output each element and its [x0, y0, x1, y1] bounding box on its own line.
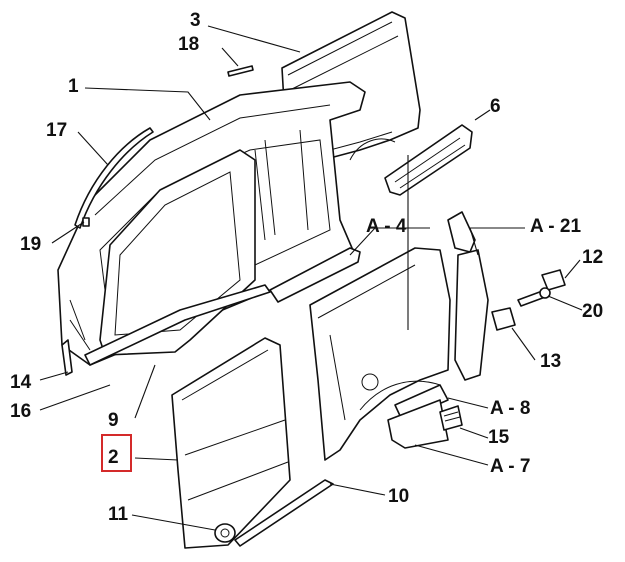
label-12[interactable]: 12	[582, 247, 603, 268]
label-14[interactable]: 14	[10, 372, 32, 393]
part-12-clip[interactable]	[541, 269, 566, 291]
label-3[interactable]: 3	[190, 10, 201, 31]
part-18-trim-strip[interactable]	[227, 65, 254, 77]
part-14-bracket[interactable]	[61, 339, 73, 376]
label-2[interactable]: 2	[108, 447, 119, 468]
label-11[interactable]: 11	[108, 504, 129, 525]
label-13[interactable]: 13	[540, 351, 561, 372]
part-16-front-sill[interactable]	[84, 284, 271, 366]
label-6[interactable]: 6	[490, 96, 501, 117]
part-2-sliding-door[interactable]	[171, 337, 291, 549]
highlight-box	[101, 434, 132, 472]
label-17[interactable]: 17	[46, 120, 67, 141]
part-15-grille[interactable]	[439, 405, 463, 431]
part-10-door-moulding[interactable]	[234, 479, 334, 547]
part-A7-lower-panel[interactable]	[387, 399, 449, 449]
label-A-21[interactable]: A - 21	[530, 216, 581, 237]
label-18[interactable]: 18	[178, 34, 199, 55]
part-20-bolt[interactable]	[517, 287, 551, 307]
part-6-reinforcement[interactable]	[384, 124, 473, 196]
label-15[interactable]: 15	[488, 427, 510, 448]
part-11-roller[interactable]	[214, 523, 236, 543]
label-A-8[interactable]: A - 8	[490, 398, 530, 419]
label-10[interactable]: 10	[388, 486, 409, 507]
part-A21-wheel-arch[interactable]	[447, 211, 489, 381]
label-19[interactable]: 19	[20, 234, 41, 255]
label-A-7[interactable]: A - 7	[490, 456, 530, 477]
label-20[interactable]: 20	[582, 301, 603, 322]
label-1[interactable]: 1	[68, 76, 79, 97]
part-13-bracket[interactable]	[491, 307, 516, 331]
label-16[interactable]: 16	[10, 401, 31, 422]
part-A4-sill-panel[interactable]	[269, 247, 361, 303]
part-rear-quarter-panel[interactable]	[309, 247, 451, 461]
label-9[interactable]: 9	[108, 410, 119, 431]
leader-lines	[39, 25, 583, 531]
label-A-4[interactable]: A - 4	[366, 216, 407, 237]
